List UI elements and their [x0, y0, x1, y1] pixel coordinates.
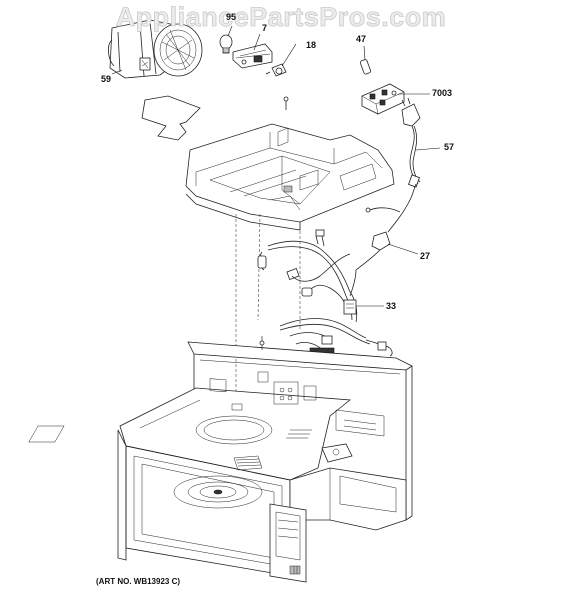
fuse[interactable] [359, 59, 371, 75]
art-number: (ART NO. WB13923 C) [96, 577, 181, 586]
interlock-switch[interactable] [355, 231, 391, 271]
callout-leader-lines [111, 25, 441, 350]
watermark: AppliancePartsPros.com [115, 2, 447, 33]
callout-18[interactable]: 18 [306, 40, 317, 50]
screw[interactable] [283, 96, 289, 110]
callout-59[interactable]: 59 [101, 74, 112, 84]
wire-harness[interactable] [257, 229, 393, 357]
callout-7[interactable]: 7 [262, 23, 268, 33]
blower-fan-assembly[interactable] [108, 19, 203, 79]
callout-47[interactable]: 47 [356, 34, 367, 44]
assembly-guide-lines [235, 213, 301, 404]
callout-33[interactable]: 33 [386, 301, 397, 311]
callout-27[interactable]: 27 [420, 251, 431, 261]
thermostat[interactable] [265, 63, 287, 77]
lamp-bulb[interactable] [219, 34, 233, 54]
power-cord[interactable] [401, 97, 421, 188]
cord-wire [365, 183, 417, 233]
top-vent-assembly[interactable] [185, 123, 395, 231]
callout-7003[interactable]: 7003 [432, 88, 453, 98]
insulation-plate[interactable] [141, 95, 201, 141]
callout-57[interactable]: 57 [444, 142, 455, 152]
callout-95[interactable]: 95 [226, 12, 237, 22]
lamp-socket-bracket[interactable] [232, 43, 273, 69]
oven-cavity-chassis[interactable] [28, 341, 413, 583]
terminal-board[interactable] [361, 83, 405, 115]
